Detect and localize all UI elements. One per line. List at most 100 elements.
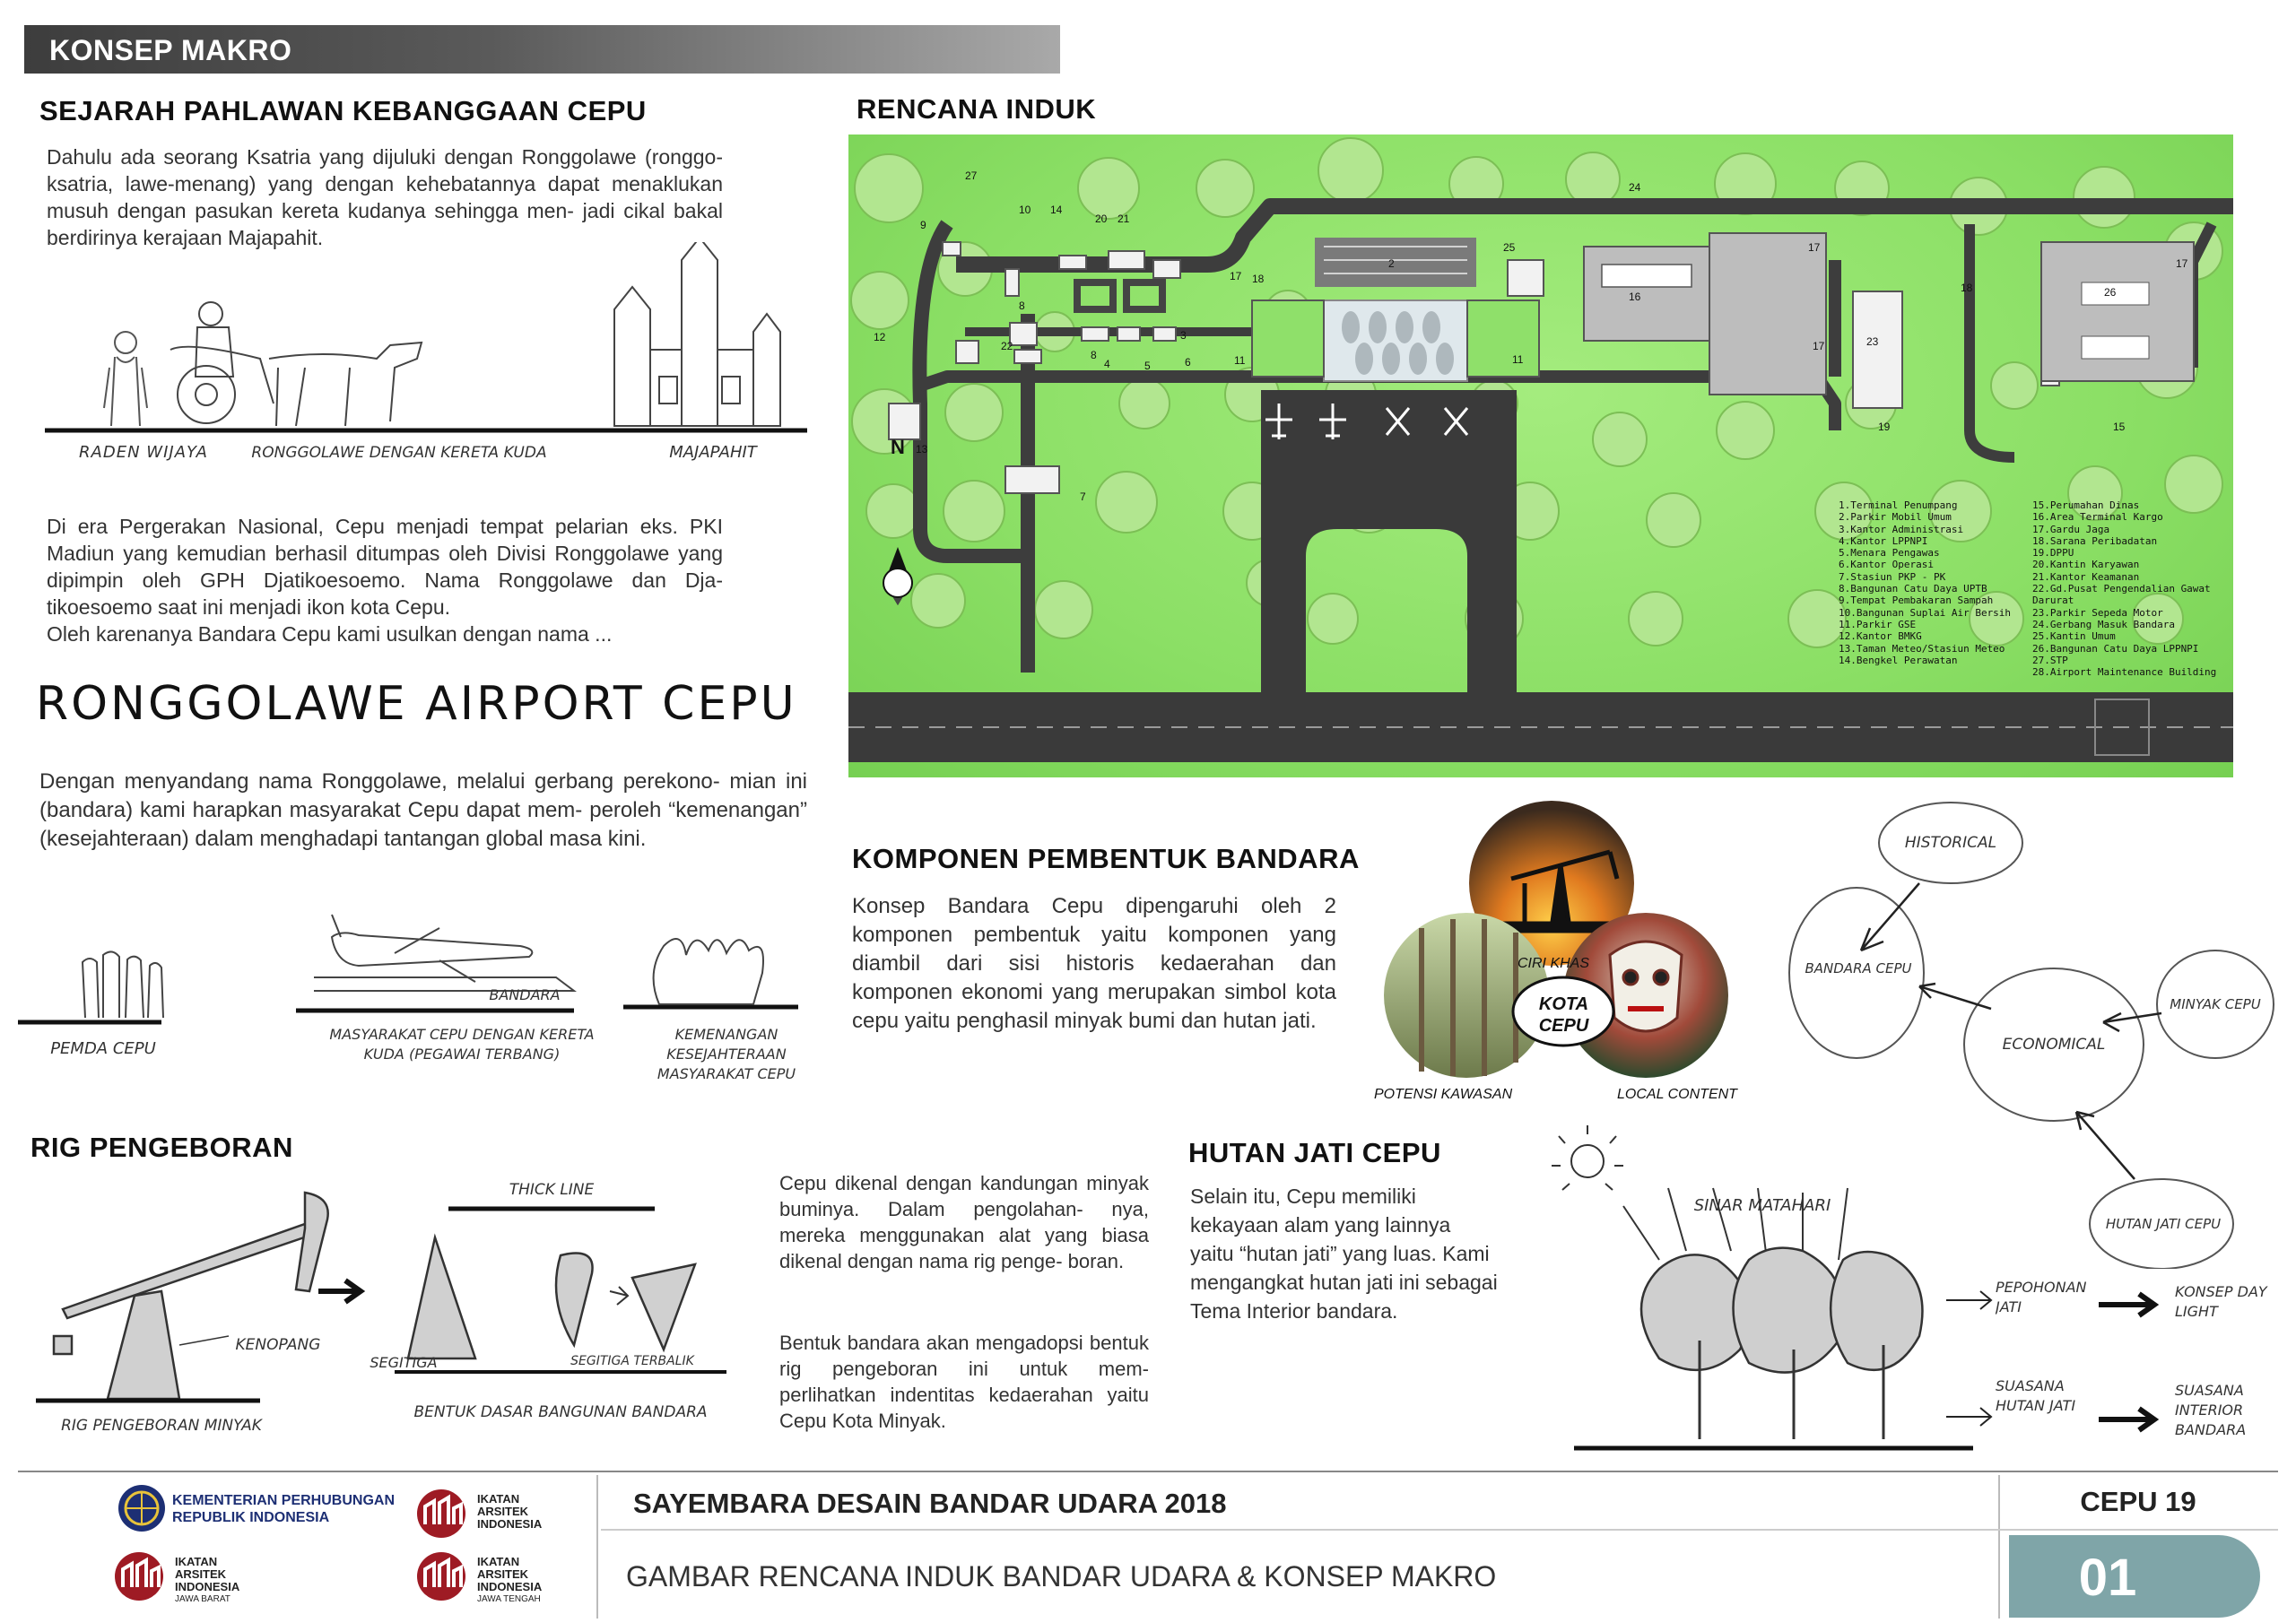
legend-item: 3.Kantor Administrasi bbox=[1839, 523, 1964, 535]
legend-item: 19.DPPU bbox=[2032, 547, 2074, 560]
svg-text:27: 27 bbox=[965, 169, 978, 182]
runway bbox=[848, 692, 2233, 762]
venn-label-potensi: POTENSI KAWASAN bbox=[1374, 1087, 1513, 1102]
sun-rays bbox=[1622, 1187, 1848, 1261]
iai-text-line: IKATAN bbox=[175, 1555, 218, 1568]
legend-item: 7.Stasiun PKP - PK bbox=[1839, 570, 1946, 583]
legend-item: 15.Perumahan Dinas bbox=[2032, 499, 2140, 511]
svg-text:11: 11 bbox=[1512, 353, 1524, 366]
venn-label-local: LOCAL CONTENT bbox=[1617, 1087, 1737, 1102]
svg-text:4: 4 bbox=[1104, 358, 1110, 370]
legend-item: 1.Terminal Penumpang bbox=[1839, 499, 1958, 511]
svg-text:17: 17 bbox=[1230, 270, 1242, 282]
iai-text-line: ARSITEK bbox=[175, 1567, 227, 1581]
iai-region: JAWA BARAT bbox=[175, 1594, 230, 1604]
rig-label-segitiga: SEGITIGA bbox=[370, 1354, 437, 1371]
legend-item: 21.Kantor Keamanan bbox=[2032, 570, 2140, 583]
forest-sketch: SINAR MATAHARI PEPOHONAN JATI KONSEP DAY… bbox=[1552, 1125, 2267, 1451]
concept-node-bandara: BANDARA CEPU bbox=[1805, 960, 1911, 976]
sketch-label-pemda: PEMDA CEPU bbox=[50, 1039, 156, 1058]
sheet-number: 01 bbox=[2078, 1549, 2137, 1607]
forest-label-sinar: SINAR MATAHARI bbox=[1694, 1196, 1831, 1215]
teak-trees-sketch bbox=[1639, 1246, 1924, 1439]
compass-letter: N bbox=[891, 436, 905, 458]
rig-sketch: KENOPANG RIG PENGEBORAN MINYAK THICK LIN… bbox=[36, 1181, 726, 1435]
svg-text:11: 11 bbox=[1234, 354, 1246, 367]
raden-wijaya-sketch bbox=[103, 331, 148, 427]
legend-item: 28.Airport Maintenance Building bbox=[2032, 666, 2217, 679]
history-sketch: RADEN WIJAYA RONGGOLAWE DENGAN KERETA KU… bbox=[45, 242, 807, 462]
sketch-label-kemenangan: KEMENANGAN KESEJAHTERAAN MASYARAKAT CEPU bbox=[657, 1026, 796, 1082]
iai-text-line: ARSITEK bbox=[477, 1567, 529, 1581]
venn-label-ciri-khas: CIRI KHAS bbox=[1518, 956, 1590, 971]
concept-bubbles bbox=[1788, 802, 2274, 1269]
entry-code: CEPU 19 bbox=[2080, 1486, 2196, 1517]
legend-right: 15.Perumahan Dinas 16.Area Terminal Karg… bbox=[2032, 499, 2231, 678]
legend-item: 13.Taman Meteo/Stasiun Meteo bbox=[1839, 642, 2005, 655]
sketch-label-ronggolawe: RONGGOLAWE DENGAN KERETA KUDA bbox=[251, 444, 546, 462]
forest-label-suasana-hutan: SUASANA HUTAN JATI bbox=[1996, 1377, 2076, 1414]
aircraft-icons bbox=[1265, 404, 1469, 439]
footer-divider-left bbox=[596, 1475, 598, 1619]
svg-text:14: 14 bbox=[1050, 204, 1063, 216]
svg-text:9: 9 bbox=[920, 219, 926, 231]
svg-text:17: 17 bbox=[2176, 257, 2188, 270]
svg-text:7: 7 bbox=[1080, 490, 1086, 503]
svg-text:10: 10 bbox=[1019, 204, 1031, 216]
legend-item: 4.Kantor LPPNPI bbox=[1839, 534, 1928, 547]
sheet-title: GAMBAR RENCANA INDUK BANDAR UDARA & KONS… bbox=[626, 1560, 1497, 1593]
footer-top-rule bbox=[18, 1471, 2278, 1472]
rig-label-kenopang: KENOPANG bbox=[236, 1336, 321, 1354]
rig-label-bentuk-dasar: BENTUK DASAR BANGUNAN BANDARA bbox=[413, 1403, 707, 1421]
legend-item: 23.Parkir Sepeda Motor bbox=[2032, 606, 2163, 619]
svg-text:13: 13 bbox=[916, 443, 928, 456]
concept-node-hutan: HUTAN JATI CEPU bbox=[2106, 1216, 2221, 1232]
sketch-label-raden-wijaya: RADEN WIJAYA bbox=[79, 443, 208, 462]
concept-node-economical: ECONOMICAL bbox=[2003, 1036, 2106, 1054]
car-park bbox=[1315, 238, 1476, 287]
masterplan-title: RENCANA INDUK bbox=[857, 93, 1097, 125]
mask-shape bbox=[1608, 940, 1683, 1033]
road-network bbox=[912, 198, 2233, 673]
majapahit-sketch bbox=[613, 242, 781, 427]
legend-item: 16.Area Terminal Kargo bbox=[2032, 511, 2163, 524]
svg-text:22: 22 bbox=[1001, 340, 1013, 352]
history-title: SEJARAH PAHLAWAN KEBANGGAAN CEPU bbox=[39, 95, 647, 126]
svg-text:18: 18 bbox=[1961, 282, 1973, 294]
history-paragraph-2: Di era Pergerakan Nasional, Cepu menjadi… bbox=[47, 513, 723, 647]
airport-name: RONGGOLAWE AIRPORT CEPU bbox=[36, 677, 797, 731]
shape-sketches bbox=[406, 1233, 697, 1360]
car-park-lines bbox=[1324, 246, 1467, 274]
section-header-bar: KONSEP MAKRO bbox=[24, 25, 1060, 74]
legend-item: 27.STP bbox=[2032, 654, 2068, 666]
forest-arrows bbox=[1946, 1290, 1993, 1427]
svg-text:18: 18 bbox=[1252, 273, 1265, 285]
concept-arrows bbox=[1859, 882, 2162, 1180]
sheet-number-box: 01 bbox=[2009, 1535, 2260, 1618]
rig-label-segitiga-terbalik: SEGITIGA TERBALIK bbox=[570, 1354, 696, 1368]
components-venn bbox=[1384, 801, 1728, 1078]
legend-item: 10.Bangunan Suplai Air Bersih bbox=[1839, 606, 2012, 619]
section-title: KONSEP MAKRO bbox=[49, 34, 292, 66]
iai-text-line: INDONESIA bbox=[175, 1580, 240, 1593]
legend-item: 2.Parkir Mobil Umum bbox=[1839, 511, 1952, 524]
legend-item: 26.Bangunan Catu Daya LPPNPI bbox=[2032, 642, 2199, 655]
svg-text:17: 17 bbox=[1808, 241, 1821, 254]
competition-title: SAYEMBARA DESAIN BANDAR UDARA 2018 bbox=[633, 1488, 1227, 1519]
svg-text:6: 6 bbox=[1185, 356, 1191, 369]
name-description: Dengan menyandang nama Ronggolawe, melal… bbox=[39, 769, 807, 851]
components-title: KOMPONEN PEMBENTUK BANDARA bbox=[852, 843, 1360, 874]
history-paragraph-2-line: Di era Pergerakan Nasional, Cepu menjadi… bbox=[47, 515, 723, 619]
ministry-name-1: KEMENTERIAN PERHUBUNGAN bbox=[172, 1493, 396, 1508]
chariot-sketch bbox=[170, 301, 423, 427]
pemda-sketch bbox=[81, 950, 164, 1019]
svg-text:17: 17 bbox=[1813, 340, 1825, 352]
ministry-logo-icon bbox=[118, 1485, 165, 1532]
footer-mid-rule bbox=[601, 1529, 2278, 1531]
compass-icon bbox=[883, 547, 913, 605]
terminal-pattern bbox=[1342, 311, 1454, 375]
rig-paragraph-2: Bentuk bandara akan mengadopsi bentuk ri… bbox=[779, 1332, 1149, 1432]
legend-item: 18.Sarana Peribadatan bbox=[2032, 534, 2158, 547]
svg-text:5: 5 bbox=[1144, 360, 1151, 372]
